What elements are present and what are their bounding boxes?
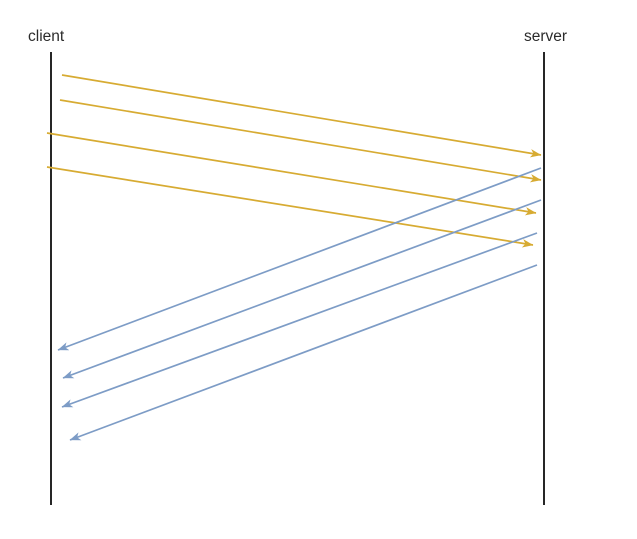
message-arrow-req-4 [46,166,534,248]
participant-label-client: client [28,28,65,45]
message-arrow-res-3 [61,232,538,408]
participant-label-server: server [524,28,567,45]
messages-layer [46,74,542,441]
message-arrow-res-2 [62,199,542,379]
message-arrow-res-1 [57,167,542,351]
message-arrow-res-4 [69,264,538,441]
message-arrow-req-1 [61,74,542,158]
message-arrow-req-2 [59,99,542,183]
message-arrow-req-3 [46,132,537,216]
